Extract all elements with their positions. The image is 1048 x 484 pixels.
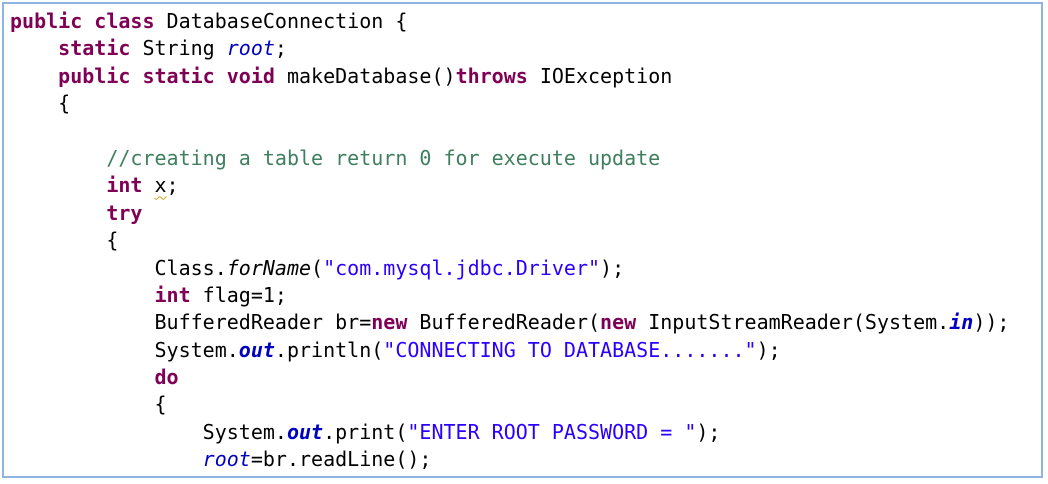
code-token: ); xyxy=(696,419,721,444)
code-token: ; xyxy=(166,173,179,198)
code-token: out xyxy=(286,419,324,444)
code-token: System. xyxy=(202,419,287,444)
code-token xyxy=(82,9,94,33)
code-token xyxy=(130,64,142,88)
code-line[interactable]: public class DatabaseConnection { xyxy=(10,8,1009,35)
code-token: DatabaseConnection { xyxy=(154,9,408,33)
code-token: IOException xyxy=(527,63,673,88)
code-token: static xyxy=(58,36,131,61)
code-indent xyxy=(10,173,106,197)
code-token: "ENTER ROOT PASSWORD = " xyxy=(407,419,697,444)
code-token: Class. xyxy=(154,255,227,280)
code-indent xyxy=(10,338,155,362)
code-token: "com.mysql.jdbc.Driver" xyxy=(323,255,601,280)
code-token: throws xyxy=(455,63,528,88)
code-token: ; xyxy=(274,36,287,61)
code-token: { xyxy=(154,392,167,417)
code-token: )); xyxy=(973,310,1010,335)
code-token: out xyxy=(238,337,275,362)
code-token: public xyxy=(58,63,131,88)
code-token: =br.readLine(); xyxy=(250,447,432,472)
code-token: BufferedReader( xyxy=(407,310,601,335)
code-token: public xyxy=(10,9,83,33)
code-indent xyxy=(10,420,203,444)
code-indent xyxy=(10,64,58,88)
code-token: forName xyxy=(226,255,312,280)
code-token: .print( xyxy=(323,419,408,444)
code-token: do xyxy=(154,365,179,390)
code-content[interactable]: public class DatabaseConnection { static… xyxy=(10,8,1009,474)
code-indent xyxy=(10,36,58,60)
code-line[interactable]: { xyxy=(10,227,1009,254)
code-token: ); xyxy=(600,255,625,280)
code-editor[interactable]: public class DatabaseConnection { static… xyxy=(2,2,1043,478)
code-indent xyxy=(10,146,106,170)
code-token: try xyxy=(106,200,143,225)
code-indent xyxy=(10,228,106,252)
code-line[interactable]: public static void makeDatabase()throws … xyxy=(10,63,1009,90)
code-token: { xyxy=(58,91,71,116)
code-token: root xyxy=(202,447,251,472)
code-token: { xyxy=(106,228,119,253)
code-indent xyxy=(10,392,155,416)
code-line[interactable]: int flag=1; xyxy=(10,282,1009,309)
code-line[interactable]: System.out.print("ENTER ROOT PASSWORD = … xyxy=(10,419,1009,446)
code-line[interactable]: int x; xyxy=(10,172,1009,199)
code-indent xyxy=(10,365,155,389)
code-line[interactable]: root=br.readLine(); xyxy=(10,446,1009,473)
code-token: String xyxy=(130,36,227,61)
code-indent xyxy=(10,201,106,225)
code-indent xyxy=(10,447,203,471)
code-token xyxy=(142,173,154,197)
code-token xyxy=(215,64,227,88)
code-token: x xyxy=(154,173,167,198)
code-token: BufferedReader br= xyxy=(154,310,372,335)
code-token: static xyxy=(142,63,215,88)
code-token: //creating a table return 0 for execute … xyxy=(106,145,661,170)
code-indent xyxy=(10,310,155,334)
code-line[interactable]: do xyxy=(10,364,1009,391)
code-token: ( xyxy=(311,255,324,280)
code-line[interactable]: static String root; xyxy=(10,35,1009,62)
code-token: int xyxy=(106,173,143,198)
code-indent xyxy=(10,91,58,115)
code-token: InputStreamReader(System. xyxy=(636,310,950,335)
code-line[interactable]: { xyxy=(10,90,1009,117)
code-token: makeDatabase() xyxy=(274,63,456,88)
code-token: root xyxy=(226,36,275,61)
code-token: new xyxy=(600,310,637,335)
code-line[interactable] xyxy=(10,118,1009,145)
code-indent xyxy=(10,256,155,280)
code-line[interactable]: { xyxy=(10,391,1009,418)
code-indent xyxy=(10,283,155,307)
code-line[interactable]: try xyxy=(10,200,1009,227)
code-token: ); xyxy=(756,337,781,362)
code-line[interactable]: Class.forName("com.mysql.jdbc.Driver"); xyxy=(10,255,1009,282)
code-token: class xyxy=(94,9,155,33)
code-token: void xyxy=(226,63,275,88)
code-token: "CONNECTING TO DATABASE......." xyxy=(383,337,757,362)
code-token: int xyxy=(154,282,191,307)
code-line[interactable]: //creating a table return 0 for execute … xyxy=(10,145,1009,172)
code-token: in xyxy=(949,310,974,335)
code-token: flag=1; xyxy=(190,282,287,307)
code-line[interactable]: BufferedReader br=new BufferedReader(new… xyxy=(10,309,1010,336)
code-token: System. xyxy=(154,337,239,362)
code-line[interactable]: System.out.println("CONNECTING TO DATABA… xyxy=(10,337,1009,364)
code-token: .println( xyxy=(274,337,384,362)
code-token: new xyxy=(371,310,408,335)
